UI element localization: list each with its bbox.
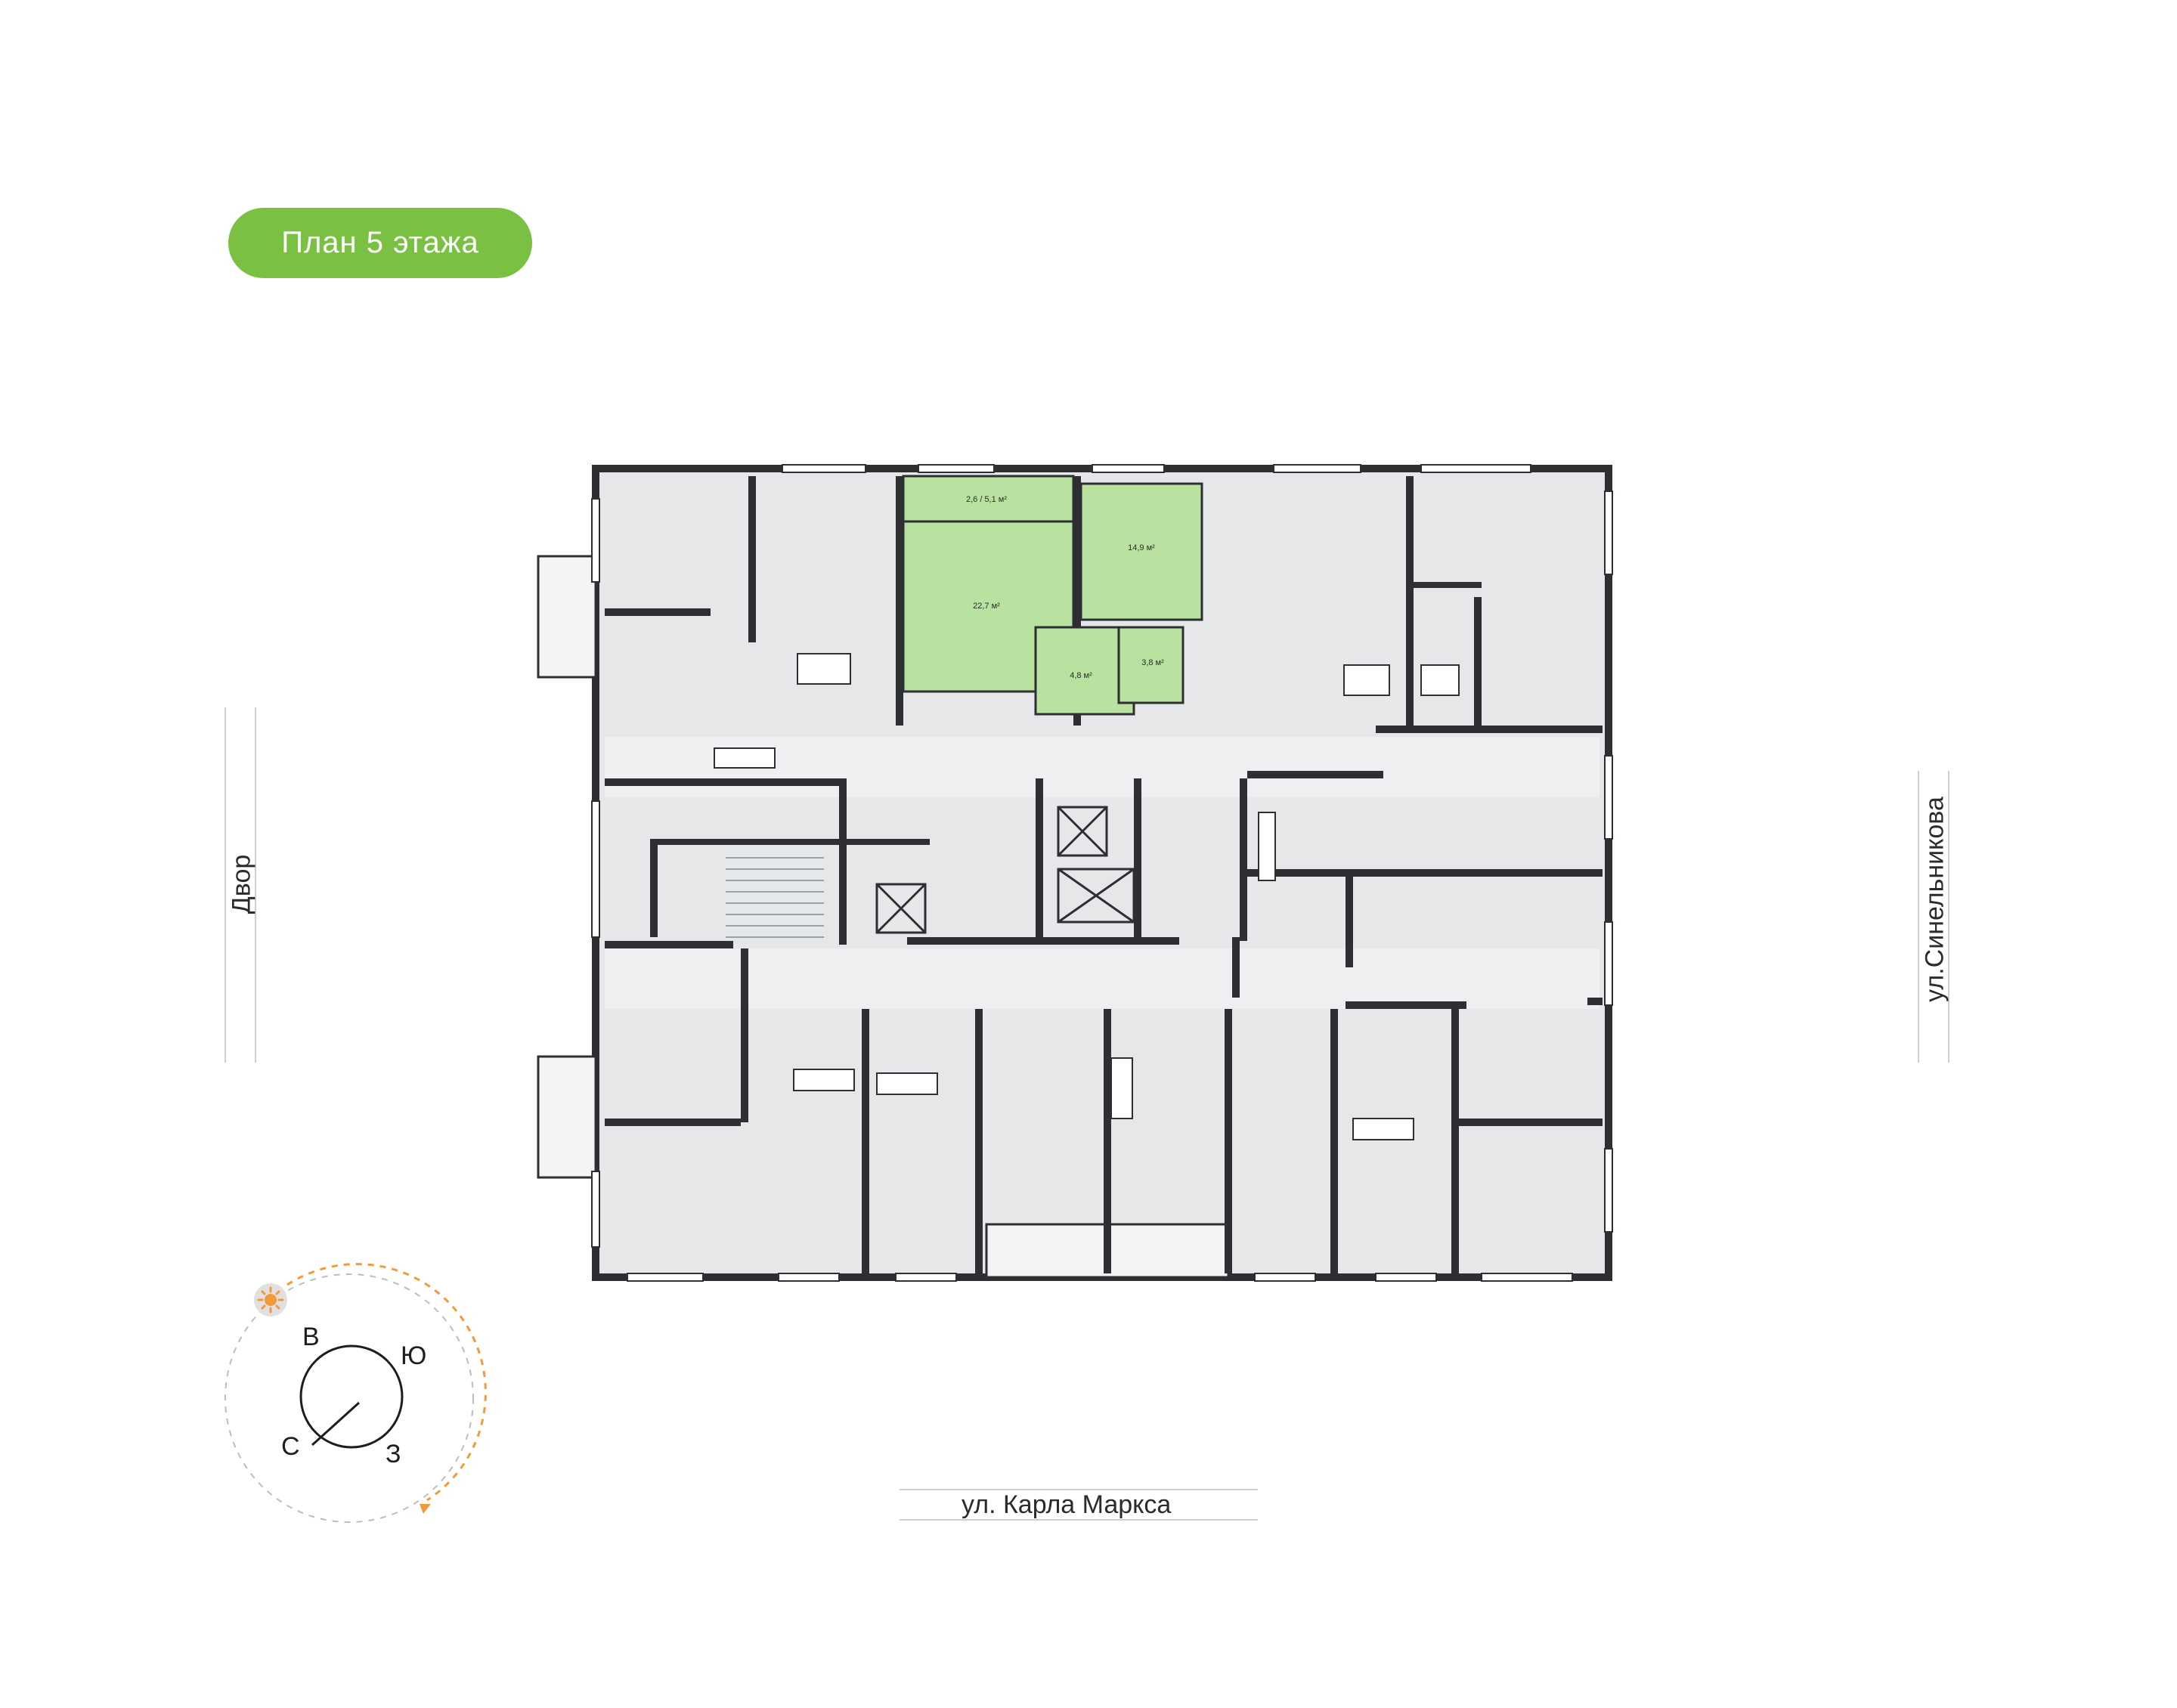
- bottom-street-label: ул. Карла Маркса: [962, 1490, 1172, 1519]
- hallway-area-label: 4,8 м²: [1070, 671, 1092, 680]
- bathroom-fixtures: [714, 653, 1460, 1140]
- sun-path-arrow: [420, 1504, 431, 1514]
- living-room-area-label: 22,7 м²: [973, 602, 1000, 611]
- sun-icon: [254, 1283, 287, 1317]
- bottom-street-line-1: [900, 1489, 1258, 1490]
- selected-apartment[interactable]: 2,6 / 5,1 м² 22,7 м² 14,9 м² 4,8 м² 3,8 …: [902, 475, 1203, 716]
- bathroom-area-label: 3,8 м²: [1141, 658, 1164, 667]
- compass-east-label: В: [302, 1323, 320, 1351]
- bedroom[interactable]: [1079, 482, 1203, 621]
- floor-plan-title: План 5 этажа: [228, 208, 532, 278]
- left-balcony-top: [537, 555, 597, 679]
- compass: В Ю С З: [225, 1263, 487, 1523]
- left-street-line-1: [225, 707, 226, 1063]
- compass-dial: [299, 1344, 404, 1449]
- left-balcony-bottom: [537, 1055, 597, 1179]
- right-street-line-1: [1918, 771, 1919, 1063]
- compass-south-label: Ю: [401, 1341, 426, 1370]
- internal-walls: [605, 476, 1603, 1273]
- staircase: [726, 857, 824, 938]
- sun-path-arc: [286, 1263, 487, 1502]
- elevator-core: [875, 806, 1135, 934]
- bottom-street-line-2: [900, 1519, 1258, 1521]
- balcony-area-label: 2,6 / 5,1 м²: [966, 495, 1007, 504]
- right-street-line-2: [1948, 771, 1949, 1063]
- compass-west-label: З: [386, 1440, 401, 1468]
- compass-north-label: С: [281, 1432, 300, 1461]
- bedroom-area-label: 14,9 м²: [1128, 543, 1155, 552]
- windows: [591, 464, 1613, 1282]
- compass-needle: [311, 1401, 361, 1447]
- bathroom[interactable]: [1117, 626, 1184, 704]
- hallway[interactable]: [1034, 626, 1135, 716]
- central-corridor-lower: [605, 948, 1599, 1009]
- sun-path-circle: [225, 1273, 474, 1523]
- left-street-line-2: [255, 707, 256, 1063]
